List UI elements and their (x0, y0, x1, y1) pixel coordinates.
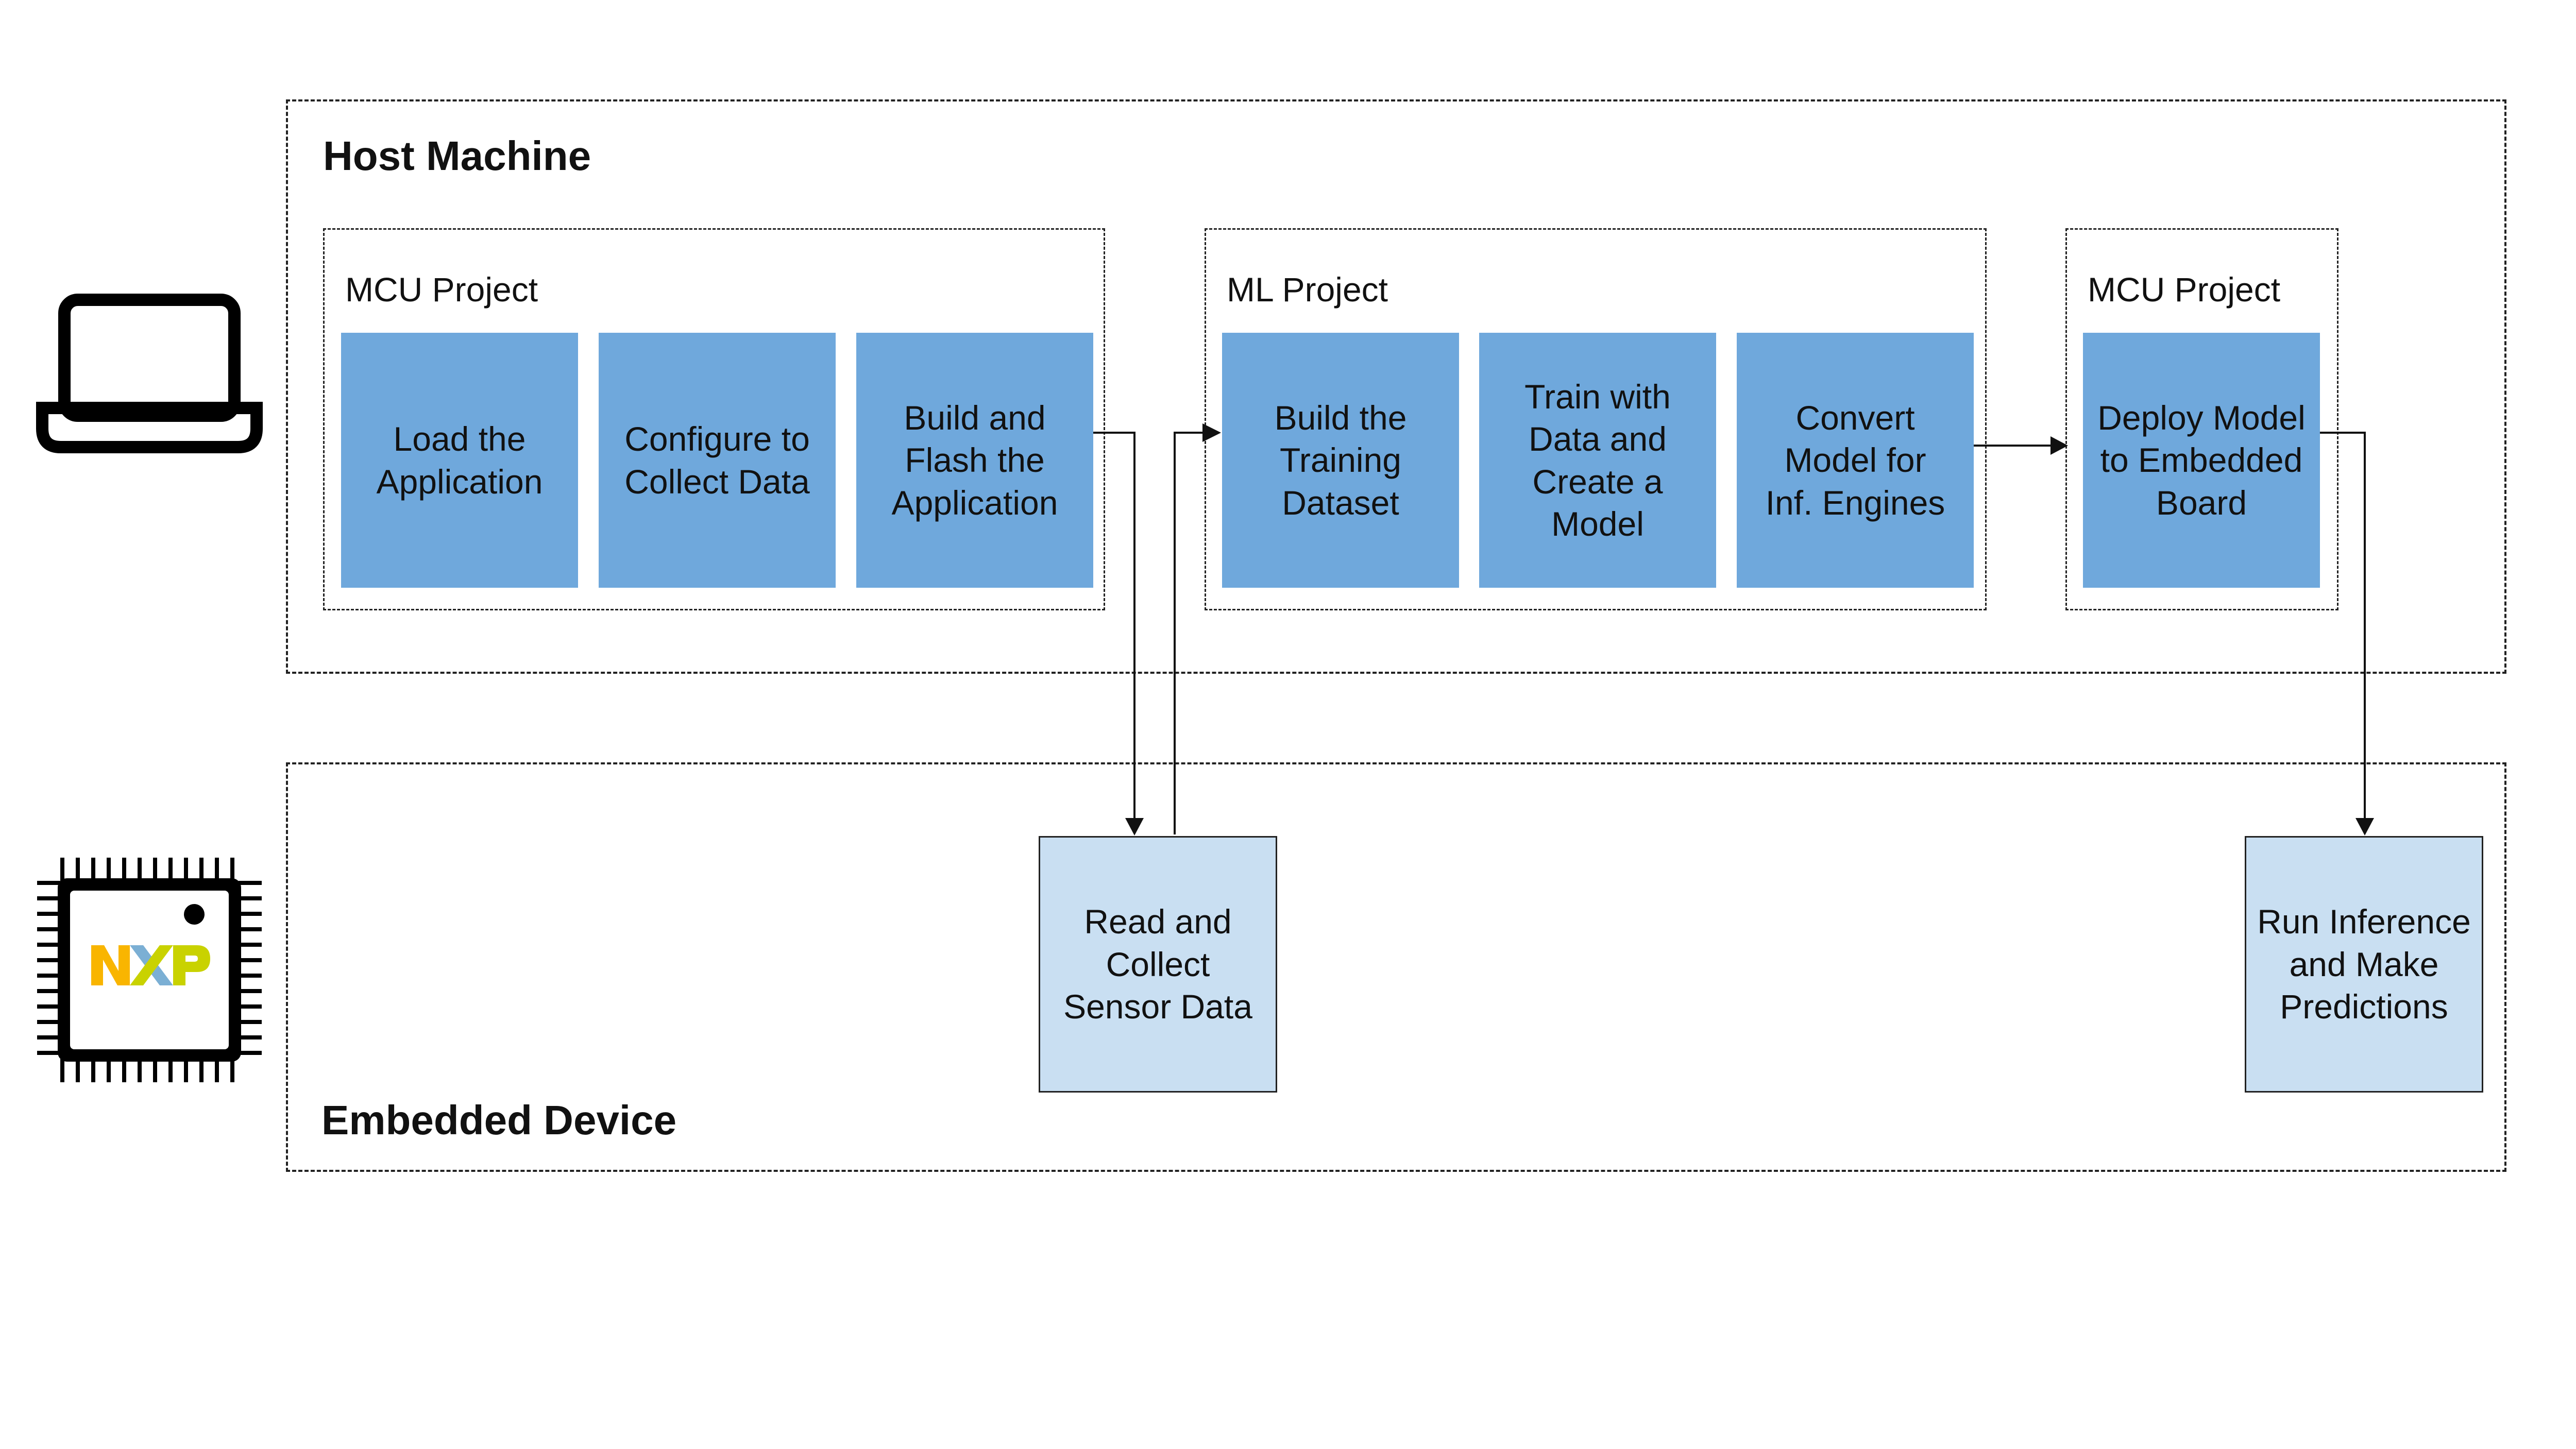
step-read-sensor: Read and Collect Sensor Data (1039, 836, 1277, 1093)
step-build-flash: Build and Flash the Application (856, 333, 1093, 588)
embedded-device-title: Embedded Device (321, 1097, 677, 1143)
step-build-dataset: Build the Training Dataset (1222, 333, 1459, 588)
step-run-inference: Run Inference and Make Predictions (2245, 836, 2483, 1093)
step-configure-collect: Configure to Collect Data (599, 333, 836, 588)
ml-project: ML Project (1205, 228, 1987, 610)
arrow-deploy-to-device (2320, 432, 2366, 827)
step-convert-model: Convert Model for Inf. Engines (1737, 333, 1974, 588)
arrowhead-right-1 (1202, 423, 1221, 442)
host-machine-region: Host Machine (286, 99, 2506, 674)
host-machine-title: Host Machine (323, 133, 591, 179)
arrowhead-down-2 (2355, 818, 2374, 836)
mcu-project-deploy: MCU Project (2065, 228, 2338, 610)
laptop-icon (36, 294, 263, 453)
project-title: ML Project (1227, 270, 1388, 309)
project-title: MCU Project (345, 270, 538, 309)
step-deploy-model: Deploy Model to Embedded Board (2083, 333, 2320, 588)
arrowhead-right-2 (2050, 436, 2068, 455)
arrow-device-to-ml (1174, 432, 1206, 834)
step-load-application: Load the Application (341, 333, 578, 588)
project-title: MCU Project (2088, 270, 2281, 309)
mcu-project-collect: MCU Project (323, 228, 1105, 610)
chip-icon (37, 858, 262, 1082)
step-train-model: Train with Data and Create a Model (1479, 333, 1716, 588)
nxp-logo (91, 945, 210, 985)
arrowhead-down-1 (1125, 818, 1144, 836)
embedded-device-region: Embedded Device (286, 762, 2506, 1172)
arrow-flash-to-device (1093, 432, 1136, 827)
